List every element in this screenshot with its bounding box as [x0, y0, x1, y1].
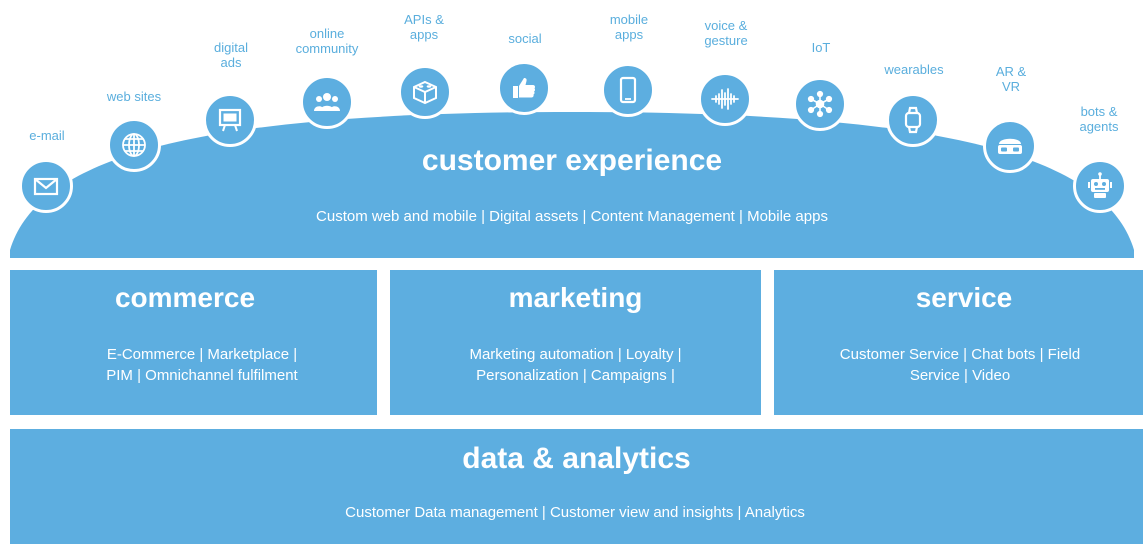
lego-brick-icon	[398, 65, 452, 119]
community-icon	[300, 75, 354, 129]
channel-label-ar-vr: AR & VR	[995, 64, 1027, 94]
channel-label-wearables: wearables	[884, 62, 944, 77]
channel-label-iot: IoT	[811, 40, 831, 55]
channel-label-digital-ads: digital ads	[214, 40, 248, 70]
marketing-title: marketing	[508, 282, 643, 313]
channel-label-community: online community	[295, 26, 359, 56]
monitor-icon	[203, 93, 257, 147]
network-hub-icon	[793, 77, 847, 131]
customer-experience-title: customer experience	[421, 144, 723, 177]
envelope-icon	[19, 159, 73, 213]
smartwatch-icon	[886, 93, 940, 147]
service-title: service	[915, 282, 1013, 313]
thumbs-up-icon	[497, 61, 551, 115]
globe-icon	[107, 118, 161, 172]
data-analytics-panel	[10, 429, 1143, 544]
customer-experience-dome	[10, 112, 1134, 258]
channel-label-apis: APIs & apps	[404, 12, 444, 42]
commerce-description: E-Commerce | Marketplace | PIM | Omnicha…	[106, 346, 298, 384]
service-panel	[774, 270, 1143, 415]
channel-label-voice: voice & gesture	[704, 18, 748, 48]
soundwave-icon	[698, 72, 752, 126]
service-description: Customer Service | Chat bots | Field Ser…	[839, 346, 1081, 384]
data-analytics-subtitle: Customer Data management | Customer view…	[345, 504, 805, 521]
channel-label-social: social	[508, 31, 542, 46]
channel-label-web-sites: web sites	[106, 89, 162, 104]
commerce-panel	[10, 270, 377, 415]
customer-experience-subtitle: Custom web and mobile | Digital assets |…	[316, 208, 828, 225]
channel-label-bots: bots & agents	[1079, 104, 1119, 134]
marketing-panel	[390, 270, 761, 415]
commerce-title: commerce	[114, 282, 256, 313]
marketing-description: Marketing automation | Loyalty | Persona…	[469, 346, 682, 384]
robot-icon	[1073, 159, 1127, 213]
vr-headset-icon	[983, 119, 1037, 173]
tablet-icon	[601, 63, 655, 117]
channel-label-email: e-mail	[29, 128, 65, 143]
channel-label-mobile-apps: mobile apps	[609, 12, 649, 42]
data-analytics-title: data & analytics	[462, 442, 691, 475]
